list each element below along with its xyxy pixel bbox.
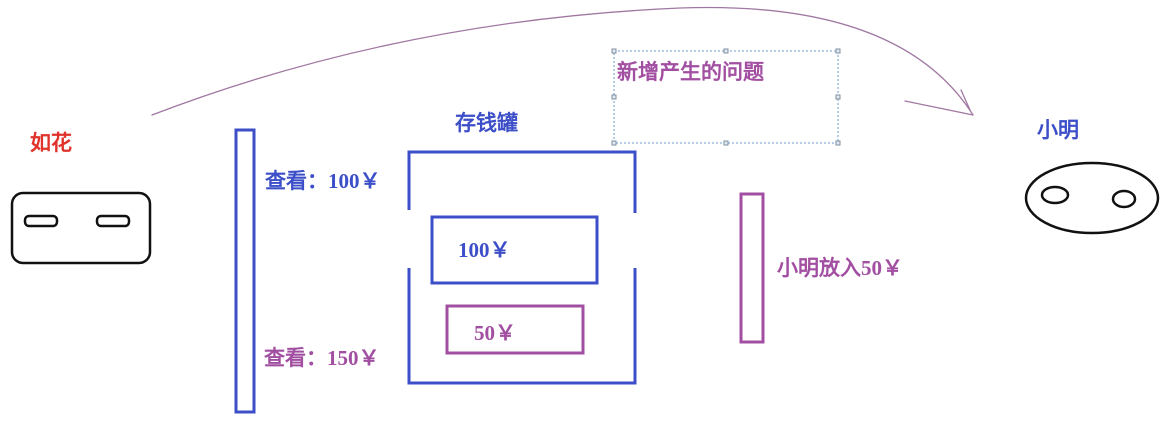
resize-handle-n[interactable] — [723, 48, 729, 54]
resize-handle-se[interactable] — [835, 140, 841, 146]
piggy-bank-top-wall — [407, 150, 637, 213]
existing-money-box — [430, 215, 599, 285]
xiaoming-deposit-bar — [739, 192, 765, 344]
transfer-arrow-head — [904, 89, 974, 116]
existing-amount-label: 100￥ — [458, 238, 511, 262]
xiaoming-face-outline — [1024, 161, 1160, 235]
resize-handle-ne[interactable] — [835, 48, 841, 54]
transfer-arrow-curve — [151, 6, 974, 116]
ruhua-first-check-label: 查看：100￥ — [265, 169, 381, 193]
piggy-bank-outline — [407, 150, 637, 385]
ruhua-second-check-label: 查看：150￥ — [264, 346, 380, 370]
xiaoming-face — [1024, 161, 1160, 235]
ruhua-name-label: 如花 — [30, 131, 72, 155]
annotation-textbox-selection[interactable] — [611, 48, 841, 146]
added-amount-label: 50￥ — [474, 321, 516, 345]
annotation-text[interactable]: 新增产生的问题 — [617, 60, 764, 84]
resize-handle-e[interactable] — [835, 94, 841, 100]
resize-handle-s[interactable] — [723, 140, 729, 146]
resize-handle-sw[interactable] — [611, 140, 617, 146]
xiaoming-name-label: 小明 — [1037, 118, 1079, 142]
piggy-bank-bottom-wall — [407, 268, 637, 385]
resize-handle-nw[interactable] — [611, 48, 617, 54]
piggy-bank-label: 存钱罐 — [455, 111, 518, 135]
ruhua-left-eye — [23, 214, 59, 228]
resize-handle-w[interactable] — [611, 94, 617, 100]
xiaoming-left-eye — [1040, 185, 1070, 205]
ruhua-view-bar — [234, 128, 256, 414]
xiaoming-right-eye — [1111, 189, 1137, 209]
ruhua-right-eye — [95, 214, 131, 228]
transfer-arrow — [151, 6, 974, 116]
ruhua-face — [10, 191, 152, 265]
added-money-box — [445, 304, 585, 355]
ruhua-face-outline — [10, 191, 152, 265]
xiaoming-deposit-label: 小明放入50￥ — [777, 256, 903, 280]
